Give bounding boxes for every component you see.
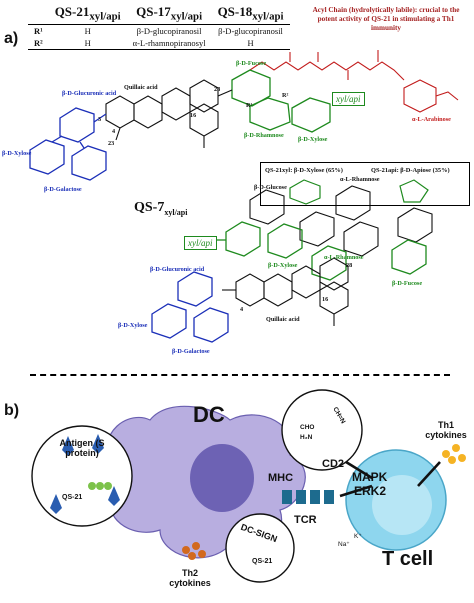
- label-n16: 16: [190, 112, 197, 119]
- table-row: R¹ H β-D-glucopiranosil β-D-glucopiranos…: [28, 24, 290, 37]
- antigen-label: Antigen (S protein): [59, 438, 105, 458]
- qs7-label-xylose: β-D-Xylose: [268, 262, 298, 269]
- tcr-label: TCR: [294, 514, 317, 526]
- box-sugar-icons: [289, 179, 429, 205]
- table-cell: H: [211, 36, 290, 50]
- label-n23: 23: [108, 140, 115, 147]
- qs7-label-fucose: β-D-Fucose: [392, 280, 423, 287]
- panel-b-label: b): [4, 402, 20, 419]
- header-qs18: QS-18xyl/api: [211, 4, 290, 25]
- th2-cytokines-dots: [182, 542, 206, 560]
- qs7-label-n16: 16: [322, 296, 329, 303]
- mhc-tcr-receptors: [282, 490, 334, 504]
- table-row: R² H α-L-rhamnopiranosyl H: [28, 36, 290, 50]
- label-xylose-2: β-D-Xylose: [298, 136, 328, 143]
- header-qs17-text: QS-17: [136, 4, 171, 19]
- na-label: Na⁺: [338, 541, 350, 548]
- tcell-label: T cell: [382, 548, 434, 570]
- th1-cytokines-dots: [442, 444, 466, 464]
- th2-cytokines-label: Th2 cytokines: [169, 568, 211, 588]
- panel-divider: [30, 374, 450, 376]
- table-cell: β-D-glucopiranosil: [136, 25, 202, 36]
- label-galactose: β-D-Galactose: [44, 186, 82, 193]
- header-qs18-text: QS-18: [217, 4, 253, 19]
- qs7-title-sub: xyl/api: [164, 207, 188, 217]
- qs7-label-glucuronic: β-D-Glucuronic acid: [150, 266, 205, 273]
- box-note-apiose: QS-21api: β-D-Apiose (35%): [371, 167, 450, 174]
- quillaic-acid-skeleton: [105, 79, 233, 148]
- label-n4: 4: [112, 128, 116, 135]
- qs7-title: QS-7xyl/api: [134, 200, 187, 217]
- label-n3: 3: [98, 116, 102, 123]
- table-corner: [28, 4, 49, 25]
- qs7-quillaic-skeleton: [222, 257, 349, 326]
- xylose-apiose-box: QS-21xyl: β-D-Xylose (65%) QS-21api: β-D…: [260, 162, 470, 206]
- qs21-structure-drawing: [29, 50, 459, 343]
- table-cell: α-L-rhamnopiranosyl: [126, 36, 212, 50]
- cd2-inset: [281, 389, 363, 471]
- xylapi-box-qs21: xyl/api: [332, 92, 365, 106]
- qs7-label-rhamnose-2: α-L-Rhamnose: [324, 254, 364, 261]
- qs21-label: QS-21: [62, 494, 83, 501]
- qs7-label-xylose-2: β-D-Xylose: [118, 322, 148, 329]
- k-label: K⁺: [354, 533, 362, 540]
- qs21-blue-sugars: [29, 107, 107, 181]
- t-cell-nucleus: [372, 475, 432, 535]
- row-header-r2: R²: [28, 36, 49, 50]
- spike-proteins: [50, 434, 120, 514]
- header-sub: xyl/api: [252, 10, 284, 23]
- box-note-xylose: QS-21xyl: β-D-Xylose (65%): [265, 167, 343, 174]
- cd2-label: CD2: [322, 458, 345, 470]
- dcsign-inset: [225, 513, 295, 583]
- header-qs21: QS-21xyl/api: [48, 4, 127, 25]
- qs7-label-rhamnose: α-L-Rhamnose: [340, 176, 380, 183]
- signal-arrows: [339, 460, 441, 498]
- cho-label: CHO: [300, 424, 315, 431]
- label-n28: 28: [214, 86, 221, 93]
- header-qs17: QS-17xyl/api: [126, 4, 212, 25]
- qs7-label-n28: 28: [346, 262, 353, 269]
- th1-cytokines-label: Th1 cytokines: [425, 420, 467, 440]
- qs7-label-n4: 4: [240, 306, 244, 313]
- label-r1: R¹: [246, 102, 253, 109]
- fucose-ring: [231, 69, 331, 133]
- mapk-label: MAPK: [352, 470, 388, 484]
- dc-label: DC: [193, 402, 225, 427]
- row-header-r1: R¹: [34, 25, 43, 36]
- dc-nucleus: [190, 444, 254, 512]
- label-r2: R²: [282, 92, 289, 99]
- erk2-label: ERK2: [354, 484, 387, 498]
- label-xylose: β-D-Xylose: [2, 150, 32, 157]
- qs-comparison-table: QS-21xyl/api QS-17xyl/api QS-18xyl/api R…: [28, 4, 290, 50]
- qs7-title-text: QS-7: [134, 200, 165, 215]
- qs7-label-galactose: β-D-Galactose: [172, 348, 210, 355]
- qs7-black-sugars: [249, 185, 433, 257]
- mhc-label: MHC: [268, 472, 294, 484]
- qs21-beads: [88, 482, 112, 490]
- label-quillaic-acid: Quillaic acid: [124, 84, 158, 91]
- table-cell: β-D-glucopiranosil: [218, 25, 283, 36]
- qs7-label-glucose: β-D-Glucose: [254, 184, 287, 191]
- qs21-label-2: QS-21: [252, 558, 273, 565]
- header-sub: xyl/api: [89, 10, 121, 23]
- label-rhamnose: β-D-Rhamnose: [244, 132, 284, 139]
- acyl-chain: [249, 50, 459, 113]
- h2n-label: H₂N: [300, 434, 313, 441]
- xylapi-box-qs7: xyl/api: [184, 236, 217, 250]
- qs7-label-quillaic: Quillaic acid: [266, 316, 300, 323]
- panel-a-label: a): [4, 30, 19, 47]
- header-qs21-text: QS-21: [54, 4, 90, 19]
- label-glucuronic-acid: β-D-Glucuronic acid: [62, 90, 117, 97]
- table-cell: H: [84, 25, 91, 36]
- table-cell: H: [48, 36, 127, 50]
- label-arabinose: α-L-Arabinose: [412, 116, 451, 123]
- label-fucose: β-D-Fucose: [236, 60, 267, 67]
- acyl-chain-note: Acyl Chain (hydrolytically labile): cruc…: [312, 6, 460, 32]
- header-sub: xyl/api: [170, 10, 203, 23]
- qs7-green-sugars: [210, 221, 427, 281]
- immune-mechanism-illustration: [31, 389, 466, 583]
- qs7-blue-sugars: [151, 271, 229, 343]
